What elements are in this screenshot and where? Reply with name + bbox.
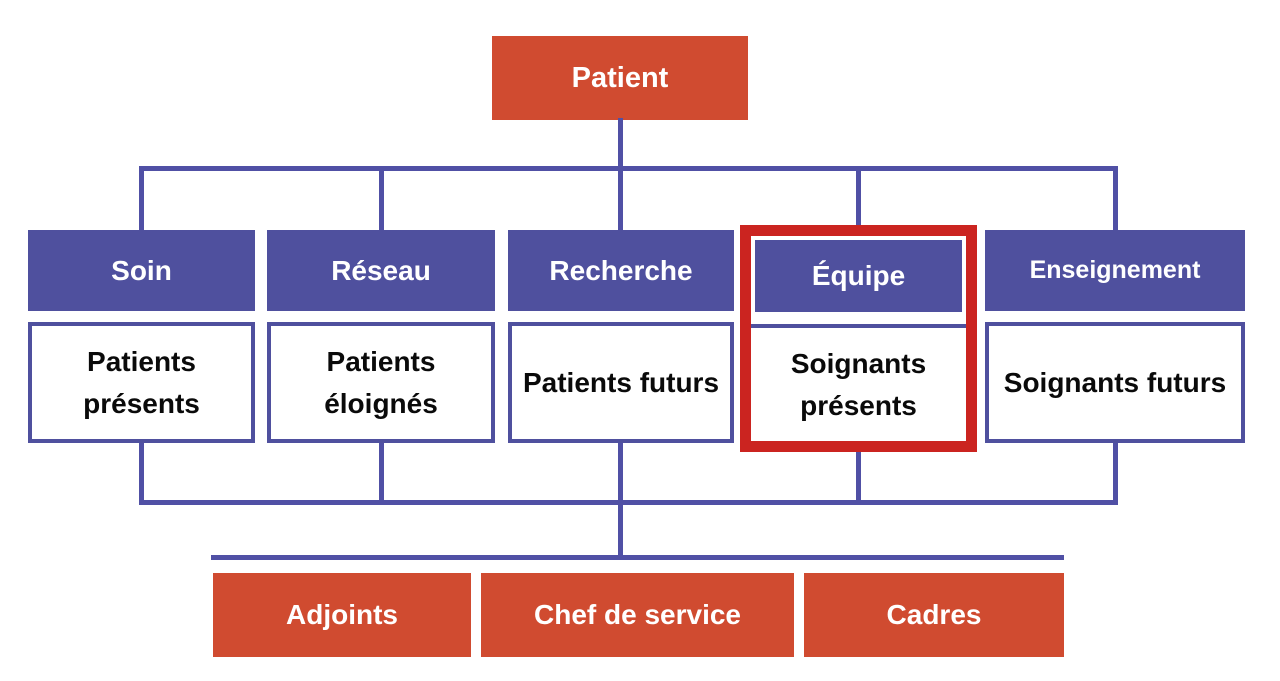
management-label-cadres: Cadres [886, 599, 982, 630]
category-label-soin: Soin [111, 254, 172, 286]
category-label-reseau: Réseau [331, 254, 431, 286]
audience-label-patients-futurs: Patients futurs [522, 366, 720, 398]
audience-box-patients-presents: Patients présents [28, 322, 255, 443]
audience-box-soignants-presents: Soignants présents [751, 324, 966, 441]
audience-label-soignants-presents: Soignants présents [790, 347, 927, 421]
audience-box-patients-futurs: Patients futurs [508, 322, 734, 443]
connector-bottom-bus [139, 500, 1118, 505]
management-label-chef-de-service: Chef de service [534, 599, 741, 630]
management-label-adjoints: Adjoints [286, 599, 398, 630]
connector-rise-equipe [856, 452, 861, 505]
audience-label-patients-presents: Patients présents [83, 345, 200, 419]
connector-drop-soin [139, 171, 144, 231]
audience-box-patients-eloignes: Patients éloignés [267, 322, 495, 443]
management-box-chef-de-service: Chef de service [481, 573, 794, 657]
category-label-equipe: Équipe [811, 260, 906, 291]
connector-rise-reseau [379, 443, 384, 505]
connector-management-drop [618, 505, 623, 557]
management-box-adjoints: Adjoints [213, 573, 471, 657]
category-box-soin: Soin [28, 230, 255, 311]
audience-label-soignants-futurs: Soignants futurs [1003, 366, 1227, 398]
category-box-equipe: Équipe [755, 240, 962, 312]
category-box-enseignement: Enseignement [985, 230, 1245, 311]
node-patient-label: Patient [571, 61, 669, 94]
connector-management-bus [211, 555, 1064, 560]
node-patient: Patient [492, 36, 748, 120]
connector-drop-reseau [379, 171, 384, 231]
connector-root-drop [618, 118, 623, 168]
connector-rise-soin [139, 443, 144, 505]
connector-drop-equipe [856, 171, 861, 231]
category-box-reseau: Réseau [267, 230, 495, 311]
connector-drop-recherche [618, 171, 623, 231]
connector-rise-recherche [618, 443, 623, 505]
audience-box-soignants-futurs: Soignants futurs [985, 322, 1245, 443]
connector-rise-enseignement [1113, 443, 1118, 505]
connector-drop-enseignement [1113, 171, 1118, 231]
management-box-cadres: Cadres [804, 573, 1064, 657]
audience-label-patients-eloignes: Patients éloignés [324, 345, 438, 419]
category-label-enseignement: Enseignement [1029, 256, 1201, 284]
highlight-frame-equipe [740, 225, 977, 452]
connector-top-bus [139, 166, 1118, 171]
category-label-recherche: Recherche [549, 254, 693, 286]
category-box-recherche: Recherche [508, 230, 734, 311]
